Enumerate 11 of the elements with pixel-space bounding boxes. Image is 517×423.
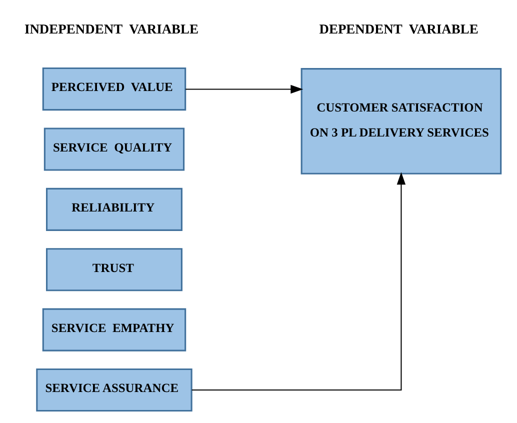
node-box: RELIABILITY	[46, 188, 182, 231]
node-box: SERVICE ASSURANCE	[36, 368, 192, 412]
node-box: SERVICE QUALITY	[44, 128, 185, 171]
node-box: PERCEIVED VALUE	[42, 68, 186, 111]
node-box: TRUST	[46, 248, 182, 292]
node-box: SERVICE EMPATHY	[42, 308, 186, 352]
arrow	[192, 172, 406, 391]
arrow	[186, 84, 304, 94]
label: DEPENDENT VARIABLE	[319, 21, 478, 36]
label: INDEPENDENT VARIABLE	[24, 21, 199, 36]
node-box: CUSTOMER SATISFACTION ON 3 PL DELIVERY SERVICES	[300, 68, 502, 174]
